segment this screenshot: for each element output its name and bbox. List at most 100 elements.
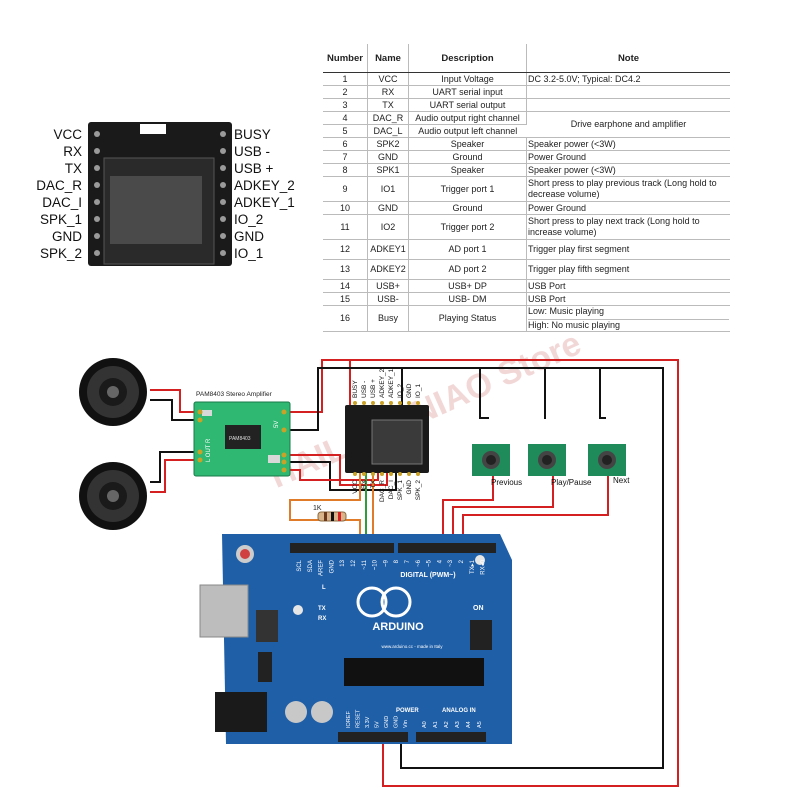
arduino-pin-label: 3.3V [365, 716, 371, 728]
mp3-pin-label: USB + [370, 379, 377, 398]
amplifier-5v-label: 5V [274, 421, 280, 428]
note-text: Low: Music playing [528, 306, 605, 316]
arduino-pin-label: RX◂0 [481, 559, 487, 574]
table-cell-note: Power Ground [526, 201, 730, 215]
arduino-digital-label: DIGITAL (PWM~) [400, 572, 455, 579]
arduino-pin-label: 7 [405, 559, 411, 563]
mp3-pin-label: USB - [361, 381, 368, 398]
table-cell: UART serial input [408, 85, 527, 99]
table-cell: IO2 [367, 214, 409, 240]
column-header: Name [367, 44, 409, 73]
mp3-pin-label: IO_1 [415, 384, 422, 398]
note-text: Short press to play next track (Long hol… [528, 216, 700, 237]
table-cell: 1 [323, 72, 368, 86]
button-next [588, 444, 626, 476]
note-text: Trigger play first segment [528, 244, 630, 254]
table-cell: USB- DM [408, 292, 527, 306]
note-text: USB Port [528, 293, 566, 304]
note-text: Power Ground [528, 202, 587, 213]
speaker-bottom [79, 462, 147, 530]
table-cell: TX [367, 98, 409, 112]
note-text: Short press to play previous track (Long… [528, 178, 717, 199]
pin-label: RX [63, 144, 82, 159]
pin-label: DAC_R [36, 178, 82, 193]
table-cell: 9 [323, 176, 368, 202]
table-cell-note: Trigger play first segment [526, 239, 730, 260]
note-text: Speaker power (<3W) [528, 164, 616, 175]
pin-label: IO_2 [234, 212, 264, 227]
table-header-row: Number Name Description Note [323, 44, 730, 73]
resistor-label: 1K [313, 505, 322, 512]
table-cell: Busy [367, 305, 409, 332]
table-cell: 11 [323, 214, 368, 240]
pin-label: VCC [53, 127, 82, 142]
pin-label: TX [64, 161, 82, 176]
table-cell: UART serial output [408, 98, 527, 112]
arduino-pin-label: IOREF [346, 711, 352, 728]
table-cell: 6 [323, 137, 368, 151]
note-text: USB Port [528, 280, 566, 291]
table-cell: 3 [323, 98, 368, 112]
table-cell: Playing Status [408, 305, 527, 332]
arduino-on-label: ON [473, 605, 484, 612]
arduino-analog-label: ANALOG IN [442, 708, 476, 714]
mp3-pin-label: BUSY [352, 380, 359, 398]
arduino-pin-label: 12 [351, 559, 357, 566]
arduino-pin-label: A4 [466, 721, 472, 728]
table-cell-note: Power Ground [526, 150, 730, 164]
mp3-pin-label: IO_2 [397, 384, 404, 398]
table-cell: Speaker [408, 137, 527, 151]
table-cell-note: USB Port [526, 292, 730, 306]
table-cell: SPK1 [367, 163, 409, 177]
table-cell: Audio output left channel [408, 124, 527, 138]
table-cell: DAC_R [367, 111, 409, 125]
column-header: Number [323, 44, 368, 73]
arduino-pin-label: SDA [308, 560, 314, 572]
arduino-pin-label: A0 [422, 721, 428, 728]
arduino-pin-label: A1 [433, 721, 439, 728]
button-play-pause [528, 444, 566, 476]
table-cell: Trigger port 2 [408, 214, 527, 240]
table-cell: AD port 2 [408, 259, 527, 280]
table-cell: SPK2 [367, 137, 409, 151]
mp3-pin-label: SPK_1 [397, 480, 404, 501]
speaker-top [79, 358, 147, 426]
table-cell-note: USB Port [526, 279, 730, 293]
arduino-pin-label: A2 [444, 721, 450, 728]
arduino-power-label: POWER [396, 708, 419, 714]
module-left-pin-labels: VCC RX TX DAC_R DAC_I SPK_1 GND SPK_2 [0, 126, 82, 262]
table-cell: VCC [367, 72, 409, 86]
table-cell: GND [367, 150, 409, 164]
arduino-pin-label: SCL [297, 559, 303, 571]
table-cell: 7 [323, 150, 368, 164]
table-cell: 12 [323, 239, 368, 260]
column-header: Description [408, 44, 527, 73]
mp3-pin-label: SPK_2 [415, 480, 422, 501]
table-cell: Input Voltage [408, 72, 527, 86]
button-previous [472, 444, 510, 476]
table-cell: 4 [323, 111, 368, 125]
resistor-1k [317, 511, 347, 522]
arduino-pin-label: ~10 [373, 559, 379, 570]
mp3-pin-label: RX [361, 479, 368, 489]
table-cell: USB+ [367, 279, 409, 293]
table-cell-note: Short press to play previous track (Long… [526, 176, 730, 202]
arduino-pin-label: RESET [356, 709, 362, 728]
table-cell-note [526, 98, 730, 112]
table-cell: USB- [367, 292, 409, 306]
pin-label: ADKEY_2 [234, 178, 295, 193]
pam8403-amplifier [193, 401, 291, 477]
pin-label: USB + [234, 161, 274, 176]
